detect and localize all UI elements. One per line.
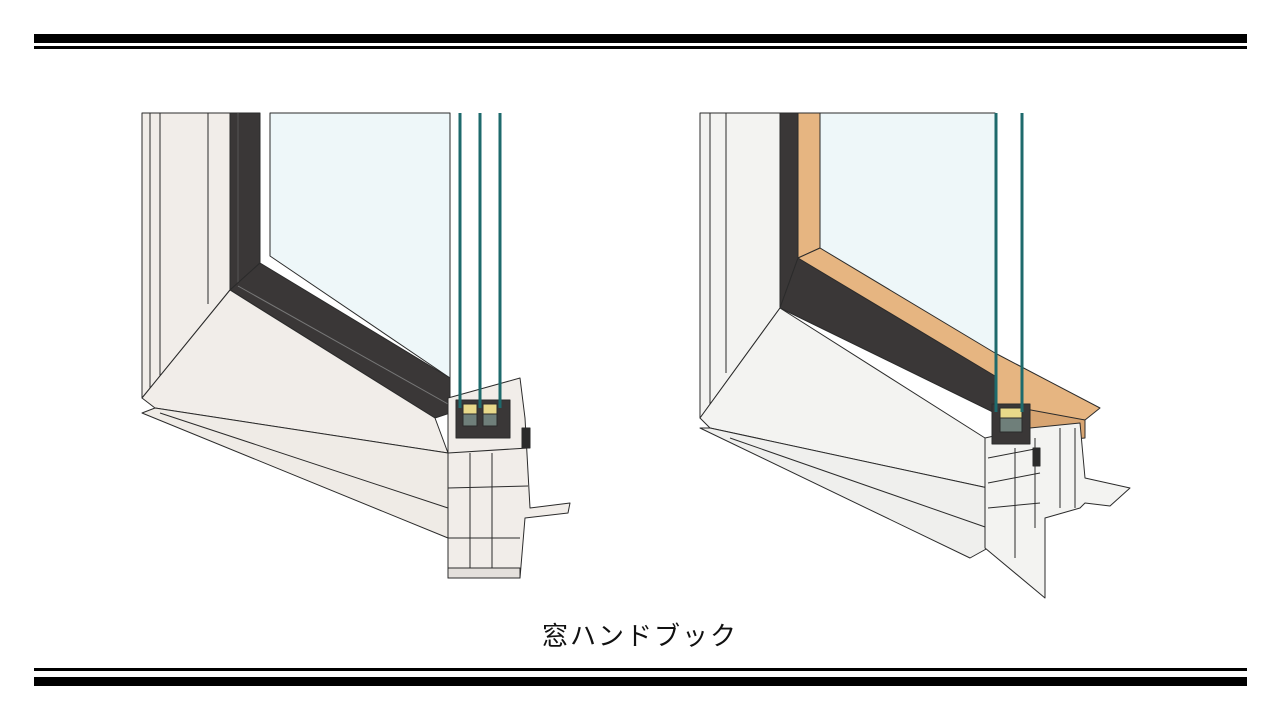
right-wood-vertical [797,112,821,259]
bottom-rule-thick [34,677,1247,686]
left-sill-slope [141,289,449,454]
right-profile-section [984,422,1131,599]
caption-title: 窓ハンドブック [541,622,738,652]
right-sill-front [699,427,989,559]
right-spacer [999,407,1023,419]
wood-aluminium-window-section-illustration [699,112,1131,599]
left-gasket-vertical [229,112,261,291]
left-spacer-a [462,403,478,415]
bottom-rule-thin [34,668,1247,671]
pvc-window-section-illustration [141,112,571,579]
top-rule-thick [34,34,1247,43]
top-rule-thin [34,46,1247,49]
left-spacer-b [482,403,498,415]
